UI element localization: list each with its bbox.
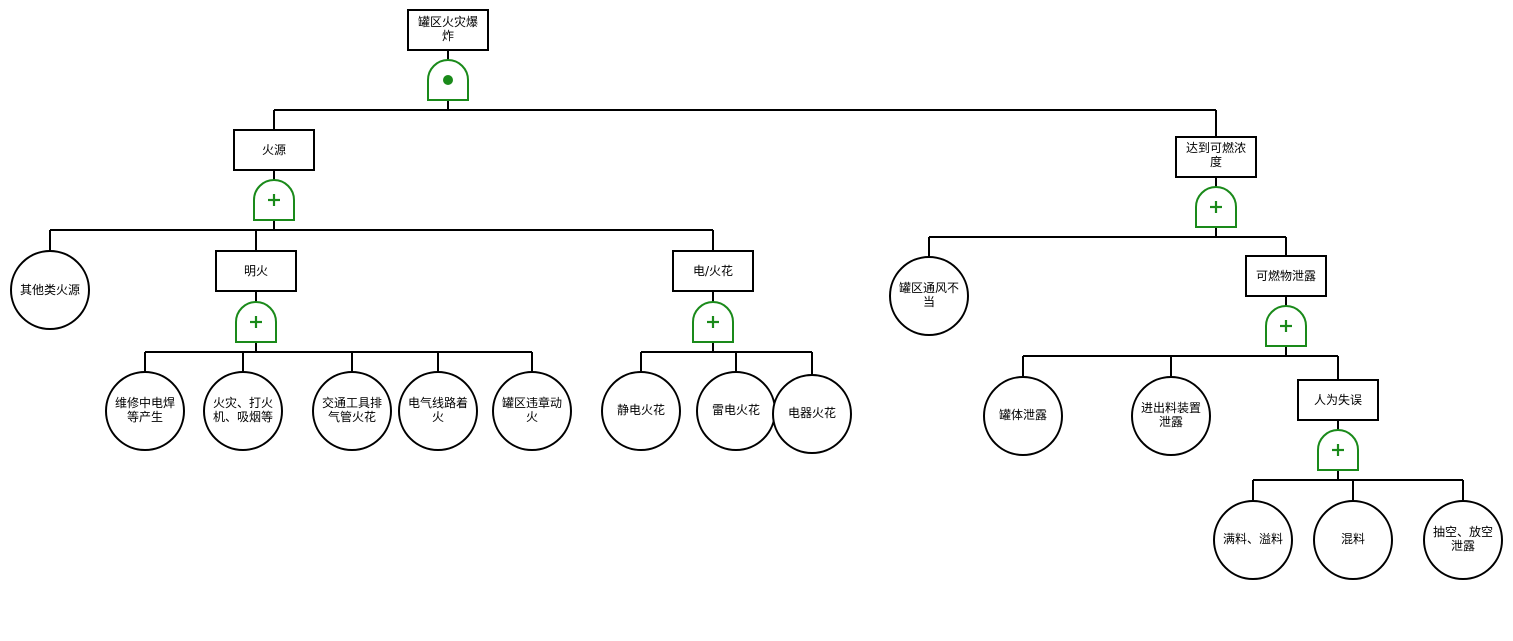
- node-label: 明火: [244, 264, 268, 278]
- node-label: 抽空、放空泄露: [1433, 524, 1493, 553]
- node-label: 满料、溢料: [1223, 532, 1283, 546]
- node-label-line: 机、吸烟等: [213, 410, 273, 424]
- node-label-line: 达到可燃浓: [1186, 140, 1246, 155]
- or-gate-icon: [1195, 186, 1237, 228]
- node-label: 火源: [262, 143, 286, 157]
- basic-event-mixing[interactable]: 混料: [1313, 500, 1393, 580]
- node-label: 火灾、打火机、吸烟等: [213, 395, 273, 424]
- basic-event-ventilation[interactable]: 罐区通风不当: [889, 256, 969, 336]
- connector-lines: [49, 50, 1464, 500]
- node-label-line: 电气线路着: [408, 395, 468, 410]
- event-box-fire-source[interactable]: 火源: [233, 129, 315, 171]
- node-label: 罐区通风不当: [899, 281, 959, 309]
- or-gate-icon: [1317, 429, 1359, 471]
- node-label-line: 抽空、放空: [1433, 524, 1493, 539]
- node-label-line: 罐区通风不: [899, 281, 959, 295]
- node-label: 罐体泄露: [999, 408, 1047, 422]
- basic-event-other-fire[interactable]: 其他类火源: [10, 250, 90, 330]
- basic-event-welding[interactable]: 维修中电焊等产生: [105, 371, 185, 451]
- basic-event-illegal-fire[interactable]: 罐区违章动火: [492, 371, 572, 451]
- node-label-line: 炸: [442, 29, 454, 43]
- node-label: 维修中电焊等产生: [115, 395, 175, 424]
- basic-event-exhaust[interactable]: 交通工具排气管火花: [312, 371, 392, 451]
- node-label-line: 气管火花: [328, 409, 376, 424]
- node-label-line: 等产生: [127, 410, 163, 424]
- and-gate-icon: [427, 59, 469, 101]
- basic-event-loading-leak[interactable]: 进出料装置泄露: [1131, 376, 1211, 456]
- node-label: 电/火花: [693, 263, 733, 278]
- node-label-line: 交通工具排: [322, 395, 382, 410]
- basic-event-tank-leak[interactable]: 罐体泄露: [983, 376, 1063, 456]
- node-label: 可燃物泄露: [1256, 268, 1316, 283]
- or-gate-icon: [692, 301, 734, 343]
- or-gate-icon: [1265, 305, 1307, 347]
- node-label-line: 维修中电焊: [115, 395, 175, 410]
- node-label: 雷电火花: [712, 402, 760, 417]
- node-label: 进出料装置泄露: [1141, 401, 1201, 429]
- node-label-line: 火: [526, 410, 538, 424]
- node-label-line: 罐区火灾爆: [418, 14, 478, 29]
- node-label-line: 罐区违章动: [502, 395, 562, 410]
- event-box-open-flame[interactable]: 明火: [215, 250, 297, 292]
- node-label: 混料: [1341, 532, 1365, 546]
- basic-event-overflow[interactable]: 满料、溢料: [1213, 500, 1293, 580]
- event-box-top[interactable]: 罐区火灾爆炸: [407, 9, 489, 51]
- node-label: 电器火花: [788, 405, 836, 420]
- basic-event-wiring[interactable]: 电气线路着火: [398, 371, 478, 451]
- node-label: 静电火花: [617, 402, 665, 417]
- basic-event-static[interactable]: 静电火花: [601, 371, 681, 451]
- node-label: 交通工具排气管火花: [322, 395, 382, 424]
- node-label: 达到可燃浓度: [1186, 140, 1246, 169]
- node-label: 罐区违章动火: [502, 395, 562, 424]
- basic-event-lighter[interactable]: 火灾、打火机、吸烟等: [203, 371, 283, 451]
- node-label-line: 泄露: [1159, 415, 1183, 429]
- node-label-line: 火灾、打火: [213, 395, 273, 410]
- event-box-human-error[interactable]: 人为失误: [1297, 379, 1379, 421]
- node-label-line: 泄露: [1451, 539, 1475, 553]
- event-box-electric-spark[interactable]: 电/火花: [672, 250, 754, 292]
- basic-event-venting[interactable]: 抽空、放空泄露: [1423, 500, 1503, 580]
- node-label: 其他类火源: [20, 283, 80, 297]
- node-label-line: 进出料装置: [1141, 401, 1201, 415]
- node-label: 电气线路着火: [408, 395, 468, 424]
- or-gate-icon: [235, 301, 277, 343]
- node-label: 人为失误: [1314, 392, 1362, 407]
- basic-event-appliance[interactable]: 电器火花: [772, 374, 852, 454]
- basic-event-lightning[interactable]: 雷电火花: [696, 371, 776, 451]
- or-gate-icon: [253, 179, 295, 221]
- event-box-leak[interactable]: 可燃物泄露: [1245, 255, 1327, 297]
- node-label-line: 当: [923, 295, 935, 309]
- node-label-line: 火: [432, 410, 444, 424]
- node-label-line: 度: [1210, 154, 1222, 169]
- event-box-flammable-concentration[interactable]: 达到可燃浓度: [1175, 136, 1257, 178]
- node-label: 罐区火灾爆炸: [418, 14, 478, 43]
